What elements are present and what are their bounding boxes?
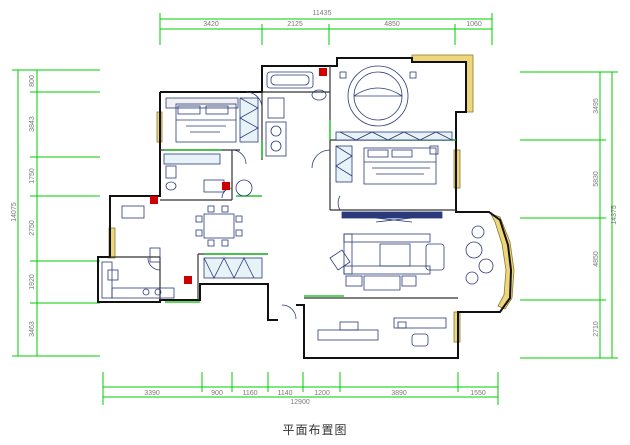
dining-table: [121, 205, 243, 247]
top-dimension-3: 4850: [384, 21, 400, 28]
left-dimension-1: 800: [29, 75, 36, 87]
right-dimension-chain: [520, 71, 618, 359]
plan-caption: 平面布置图: [282, 423, 348, 437]
kitchen: [101, 247, 263, 299]
left-dimension-3: 1750: [29, 168, 36, 184]
left-dimension-chain: [12, 69, 100, 357]
top-dimension-2: 2125: [287, 21, 303, 28]
top-dimension-1: 3420: [203, 21, 219, 28]
left-total-dimension: 14075: [11, 202, 18, 222]
bottom-total-dimension: 12900: [290, 399, 310, 406]
left-dimension-5: 1920: [29, 274, 36, 290]
exterior-walls: [97, 57, 513, 359]
left-dimension-2: 3843: [29, 116, 36, 132]
left-dimension-6: 3463: [29, 321, 36, 337]
master-bedroom: [335, 65, 453, 141]
bottom-dimension-chain: [102, 372, 499, 405]
bottom-dimension-6: 3890: [391, 390, 407, 397]
left-dimension-4: 2750: [29, 220, 36, 236]
right-dimension-1: 3495: [593, 98, 600, 114]
bedroom-2: [165, 97, 259, 143]
top-dimension-4: 1060: [466, 21, 482, 28]
study-room: [317, 317, 447, 347]
bottom-dimension-3: 1160: [242, 390, 257, 397]
bottom-dimension-5: 1200: [314, 390, 330, 397]
right-dimension-3: 4850: [593, 251, 600, 267]
bedroom-3: [335, 145, 443, 219]
bottom-dimension-7: 1550: [470, 390, 486, 397]
bottom-dimension-1: 3390: [144, 390, 160, 397]
door-swings: [147, 91, 341, 320]
right-dimension-4: 2710: [593, 321, 600, 337]
right-dimension-2: 5830: [593, 171, 600, 187]
bottom-dimension-4: 1140: [277, 390, 292, 397]
top-dimension-chain: [159, 13, 493, 45]
top-total-dimension: 11435: [313, 10, 332, 17]
living-room: [329, 217, 494, 291]
right-total-dimension: 14375: [611, 205, 618, 225]
bathroom: [265, 68, 327, 157]
guest-bathroom: [150, 153, 253, 204]
bottom-dimension-2: 900: [211, 390, 223, 397]
